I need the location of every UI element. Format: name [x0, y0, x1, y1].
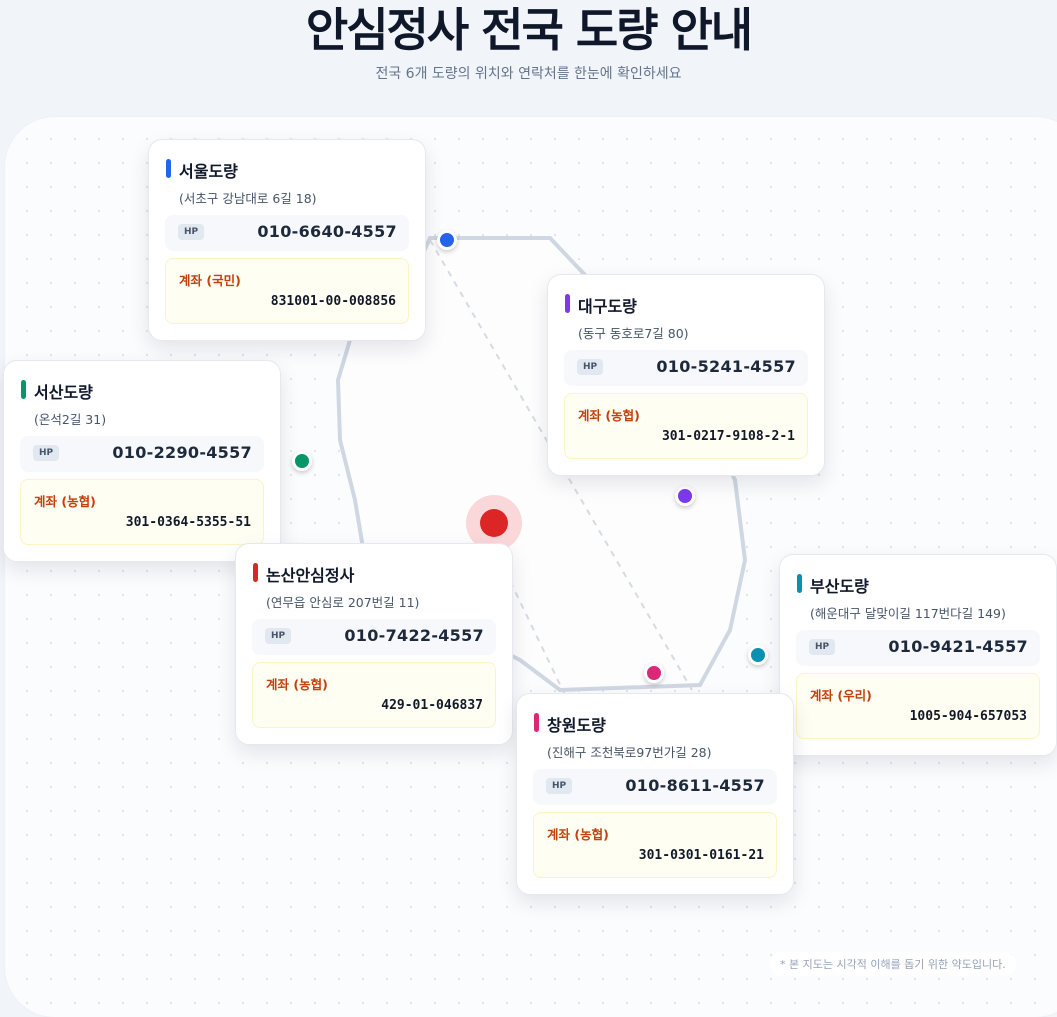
busan-marker[interactable] — [748, 645, 768, 665]
hp-badge: HP — [178, 224, 205, 240]
headquarters-marker[interactable] — [466, 495, 522, 551]
hp-badge: HP — [577, 359, 604, 375]
page-title: 안심정사 전국 도량 안내 — [305, 3, 753, 57]
phone-number[interactable]: 010-8611-4557 — [625, 776, 765, 795]
location-card-seoul: 서울도량 (서초구 강남대로 6길 18) HP 010-6640-4557 계좌… — [148, 139, 426, 341]
account-label: 계좌 (농협) — [547, 827, 609, 842]
account-box: 계좌 (우리) 1005-904-657053 — [796, 673, 1040, 739]
location-card-daegu: 대구도량 (동구 동호로7길 80) HP 010-5241-4557 계좌 (농… — [547, 274, 825, 476]
location-address: (동구 동호로7길 80) — [578, 326, 689, 341]
daegu-marker[interactable] — [675, 486, 695, 506]
account-box: 계좌 (농협) 301-0364-5355-51 — [20, 479, 264, 545]
phone-number[interactable]: 010-6640-4557 — [257, 222, 397, 241]
account-number[interactable]: 429-01-046837 — [381, 698, 483, 713]
phone-number[interactable]: 010-5241-4557 — [656, 357, 796, 376]
location-name: 논산안심정사 — [253, 562, 354, 586]
account-label: 계좌 (농협) — [266, 677, 328, 692]
location-address: (온석2길 31) — [34, 412, 107, 427]
page-subtitle: 전국 6개 도량의 위치와 연락처를 한눈에 확인하세요 — [375, 66, 682, 82]
account-number[interactable]: 1005-904-657053 — [909, 709, 1027, 724]
phone-row[interactable]: HP 010-9421-4557 — [796, 630, 1040, 666]
phone-number[interactable]: 010-2290-4557 — [112, 443, 252, 462]
location-address: (해운대구 달맞이길 117번다길 149) — [810, 606, 1006, 621]
account-label: 계좌 (농협) — [578, 408, 640, 423]
location-name: 부산도량 — [797, 573, 869, 597]
phone-row[interactable]: HP 010-6640-4557 — [165, 215, 409, 251]
location-card-seosan: 서산도량 (온석2길 31) HP 010-2290-4557 계좌 (농협) 30… — [3, 360, 281, 562]
account-box: 계좌 (국민) 831001-00-008856 — [165, 258, 409, 324]
hp-badge: HP — [265, 628, 292, 644]
location-card-nonsan: 논산안심정사 (연무읍 안심로 207번길 11) HP 010-7422-455… — [235, 543, 513, 745]
phone-row[interactable]: HP 010-7422-4557 — [252, 619, 496, 655]
location-address: (서초구 강남대로 6길 18) — [179, 191, 317, 206]
location-name: 서울도량 — [166, 158, 238, 182]
account-box: 계좌 (농협) 301-0301-0161-21 — [533, 812, 777, 878]
account-label: 계좌 (우리) — [810, 688, 872, 703]
account-label: 계좌 (국민) — [179, 273, 241, 288]
seoul-marker[interactable] — [437, 230, 457, 250]
location-name: 서산도량 — [21, 379, 93, 403]
location-address: (진해구 조천북로97번가길 28) — [547, 745, 712, 760]
hp-badge: HP — [33, 445, 60, 461]
location-name: 대구도량 — [565, 293, 637, 317]
account-box: 계좌 (농협) 301-0217-9108-2-1 — [564, 393, 808, 459]
phone-row[interactable]: HP 010-8611-4557 — [533, 769, 777, 805]
map-disclaimer: * 본 지도는 시각적 이해를 돕기 위한 약도입니다. — [770, 952, 1016, 976]
phone-number[interactable]: 010-9421-4557 — [888, 637, 1028, 656]
account-label: 계좌 (농협) — [34, 494, 96, 509]
changwon-marker[interactable] — [644, 663, 664, 683]
account-number[interactable]: 301-0364-5355-51 — [125, 515, 251, 530]
phone-row[interactable]: HP 010-5241-4557 — [564, 350, 808, 386]
phone-row[interactable]: HP 010-2290-4557 — [20, 436, 264, 472]
location-card-busan: 부산도량 (해운대구 달맞이길 117번다길 149) HP 010-9421-4… — [779, 554, 1057, 756]
hp-badge: HP — [546, 778, 573, 794]
account-number[interactable]: 301-0217-9108-2-1 — [661, 429, 795, 444]
location-address: (연무읍 안심로 207번길 11) — [266, 595, 420, 610]
seosan-marker[interactable] — [292, 451, 312, 471]
location-name: 창원도량 — [534, 712, 606, 736]
phone-number[interactable]: 010-7422-4557 — [344, 626, 484, 645]
account-number[interactable]: 831001-00-008856 — [270, 294, 396, 309]
account-number[interactable]: 301-0301-0161-21 — [638, 848, 764, 863]
account-box: 계좌 (농협) 429-01-046837 — [252, 662, 496, 728]
hp-badge: HP — [809, 639, 836, 655]
